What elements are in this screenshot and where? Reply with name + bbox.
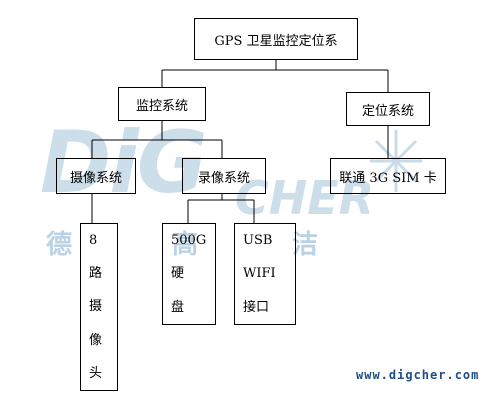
usb-text-2: WIFI — [243, 266, 276, 282]
node-positioning-system: 定位系统 — [346, 92, 430, 126]
camera-text-5: 头 — [89, 365, 103, 381]
watermark-cn-char-1: 德 — [46, 230, 73, 260]
disk-text-1: 500G — [171, 233, 207, 249]
node-monitoring-system: 监控系统 — [118, 87, 206, 121]
node-usb-wifi-interface: USB WIFI 接口 — [234, 223, 296, 325]
disk-text-2: 硬 — [171, 266, 185, 282]
watermark-logo: DiG — [40, 113, 207, 213]
node-sim-card: 联通 3G SIM 卡 — [330, 158, 446, 194]
disk-text-3: 盘 — [171, 299, 185, 315]
root-node-gps-system: GPS 卫星监控定位系 — [194, 18, 358, 60]
watermark-cn-char-2: 高 — [172, 230, 199, 260]
node-recording-system: 录像系统 — [182, 158, 266, 194]
camera-text-3: 摄 — [89, 299, 103, 315]
node-camera-system: 摄像系统 — [56, 158, 136, 194]
usb-text-3: 接口 — [243, 299, 270, 315]
node-500g-hard-disk: 500G 硬 盘 — [162, 223, 216, 325]
camera-text-4: 像 — [89, 332, 103, 348]
node-8-channel-cameras: 8 路 摄 像 头 — [80, 223, 118, 391]
camera-text-1: 8 — [89, 233, 98, 249]
watermark-logo-suffix: CHER — [235, 171, 375, 225]
watermark-cn-char-3: 洁 — [292, 230, 319, 260]
usb-text-1: USB — [243, 233, 273, 249]
camera-text-2: 路 — [89, 266, 103, 282]
watermark-url: www.digcher.com — [356, 368, 480, 382]
